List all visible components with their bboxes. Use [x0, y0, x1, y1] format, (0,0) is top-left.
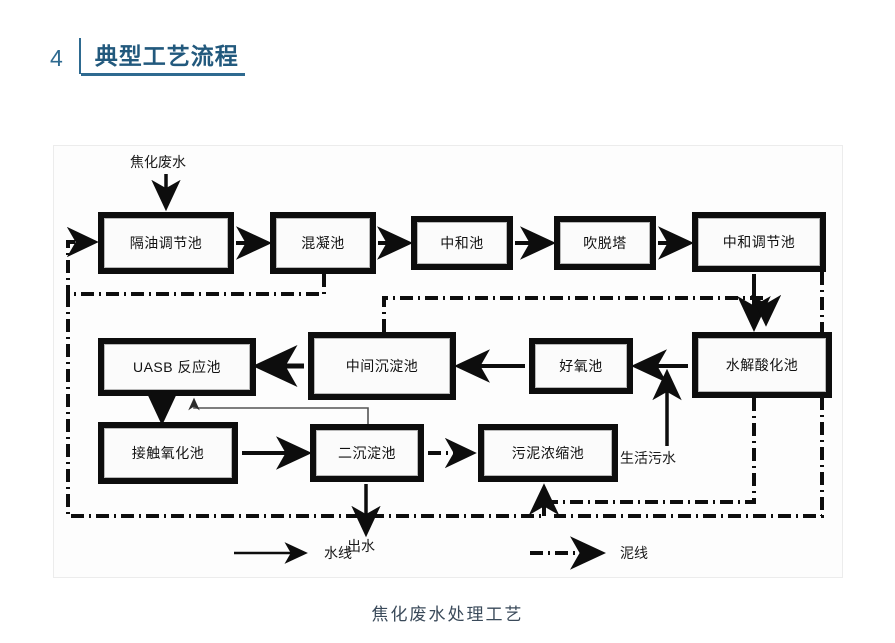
- node-label: 污泥浓缩池: [484, 430, 612, 476]
- node-label: 混凝池: [276, 218, 370, 268]
- section-header: 4 典型工艺流程: [44, 28, 245, 76]
- node-二沉淀池[interactable]: 二沉淀池: [310, 424, 424, 482]
- node-label: 二沉淀池: [316, 430, 418, 476]
- node-uasb反应池[interactable]: UASB 反应池: [98, 338, 256, 396]
- node-接触氧化池[interactable]: 接触氧化池: [98, 422, 238, 484]
- node-混凝池[interactable]: 混凝池: [270, 212, 376, 274]
- outlet-label: 出水: [347, 538, 375, 554]
- node-吹脱塔[interactable]: 吹脱塔: [554, 216, 656, 270]
- node-label: 中和池: [417, 222, 507, 264]
- node-label: 好氧池: [535, 344, 627, 388]
- node-水解酸化池[interactable]: 水解酸化池: [692, 332, 832, 398]
- header-divider: [78, 38, 81, 74]
- node-label: 中和调节池: [698, 218, 820, 266]
- node-好氧池[interactable]: 好氧池: [529, 338, 633, 394]
- node-中和池[interactable]: 中和池: [411, 216, 513, 270]
- figure-caption: 焦化废水处理工艺: [371, 605, 524, 624]
- node-label: 吹脱塔: [560, 222, 650, 264]
- node-label: 中间沉淀池: [314, 338, 450, 394]
- node-label: UASB 反应池: [104, 344, 250, 390]
- section-number: 4: [50, 45, 63, 71]
- page-title: 典型工艺流程: [80, 45, 245, 76]
- legend-sludge-label: 泥线: [620, 545, 648, 561]
- node-label: 接触氧化池: [104, 428, 232, 478]
- sewage-label: 生活污水: [620, 450, 676, 466]
- diagram-canvas: [66, 174, 824, 570]
- node-隔油调节池[interactable]: 隔油调节池: [98, 212, 234, 274]
- node-label: 水解酸化池: [698, 338, 826, 392]
- node-label: 隔油调节池: [104, 218, 228, 268]
- process-flow-diagram: 隔油调节池 混凝池 中和池 吹脱塔 中和调节池 UASB 反应池 中间沉淀池 好…: [53, 145, 843, 578]
- legend-water-label: 水线: [324, 545, 352, 561]
- node-中间沉淀池[interactable]: 中间沉淀池: [308, 332, 456, 400]
- node-污泥浓缩池[interactable]: 污泥浓缩池: [478, 424, 618, 482]
- node-中和调节池[interactable]: 中和调节池: [692, 212, 826, 272]
- inlet-label: 焦化废水: [130, 154, 186, 170]
- water-flow-arrows: [140, 174, 771, 538]
